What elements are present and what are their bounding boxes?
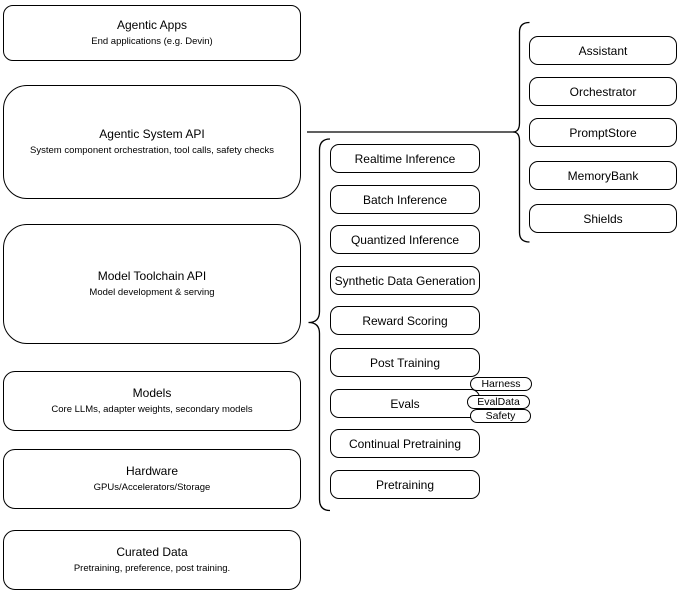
component-label: MemoryBank	[567, 168, 639, 183]
toolchain-box-synthetic-data-generation: Synthetic Data Generation	[330, 266, 480, 295]
toolchain-label: Evals	[390, 396, 420, 411]
toolchain-label: Reward Scoring	[362, 313, 448, 328]
component-box-promptstore: PromptStore	[529, 118, 677, 147]
toolchain-box-quantized-inference: Quantized Inference	[330, 225, 480, 254]
toolchain-brace	[308, 138, 331, 512]
toolchain-label: Batch Inference	[362, 192, 448, 207]
eval-tag-evaldata: EvalData	[467, 394, 530, 409]
layer-box-hardware: Hardware GPUs/Accelerators/Storage	[3, 449, 301, 509]
layer-subtitle: Core LLMs, adapter weights, secondary mo…	[51, 404, 253, 415]
component-label: PromptStore	[569, 125, 637, 140]
toolchain-label: Realtime Inference	[354, 151, 456, 166]
toolchain-box-post-training: Post Training	[330, 348, 480, 377]
toolchain-label: Synthetic Data Generation	[334, 273, 476, 288]
toolchain-label: Quantized Inference	[350, 232, 460, 247]
layer-subtitle: GPUs/Accelerators/Storage	[93, 482, 211, 493]
layer-box-models: Models Core LLMs, adapter weights, secon…	[3, 371, 301, 431]
layer-box-agentic-system-api: Agentic System API System component orch…	[3, 85, 301, 199]
component-box-memorybank: MemoryBank	[529, 161, 677, 190]
toolchain-box-evals: Evals	[330, 389, 480, 418]
component-label: Orchestrator	[569, 84, 637, 99]
toolchain-box-reward-scoring: Reward Scoring	[330, 306, 480, 335]
layer-title: Agentic Apps	[116, 18, 188, 32]
system-components-brace	[512, 21, 530, 243]
layer-box-model-toolchain-api: Model Toolchain API Model development & …	[3, 224, 301, 344]
toolchain-box-pretraining: Pretraining	[330, 470, 480, 499]
toolchain-box-continual-pretraining: Continual Pretraining	[330, 429, 480, 458]
toolchain-label: Post Training	[369, 355, 441, 370]
layer-box-curated-data: Curated Data Pretraining, preference, po…	[3, 530, 301, 590]
eval-tag-label: EvalData	[477, 395, 520, 408]
layer-title: Model Toolchain API	[97, 269, 207, 283]
layer-subtitle: Pretraining, preference, post training.	[73, 563, 231, 574]
eval-tag-safety: Safety	[470, 409, 531, 423]
eval-tag-label: Safety	[485, 410, 516, 422]
eval-tag-label: Harness	[481, 378, 521, 390]
eval-tag-harness: Harness	[470, 377, 532, 391]
component-box-assistant: Assistant	[529, 36, 677, 65]
toolchain-box-batch-inference: Batch Inference	[330, 185, 480, 214]
layer-title: Agentic System API	[99, 127, 205, 141]
layer-title: Curated Data	[116, 545, 188, 559]
component-box-shields: Shields	[529, 204, 677, 233]
component-label: Assistant	[578, 43, 628, 58]
toolchain-box-realtime-inference: Realtime Inference	[330, 144, 480, 173]
layer-subtitle: System component orchestration, tool cal…	[30, 145, 274, 156]
layer-title: Hardware	[125, 464, 179, 478]
layer-subtitle: Model development & serving	[89, 287, 215, 298]
layer-subtitle: End applications (e.g. Devin)	[91, 36, 213, 47]
layer-box-agentic-apps: Agentic Apps End applications (e.g. Devi…	[3, 5, 301, 61]
toolchain-label: Pretraining	[375, 477, 435, 492]
component-label: Shields	[583, 211, 623, 226]
layer-title: Models	[132, 386, 172, 400]
toolchain-label: Continual Pretraining	[348, 436, 462, 451]
component-box-orchestrator: Orchestrator	[529, 77, 677, 106]
